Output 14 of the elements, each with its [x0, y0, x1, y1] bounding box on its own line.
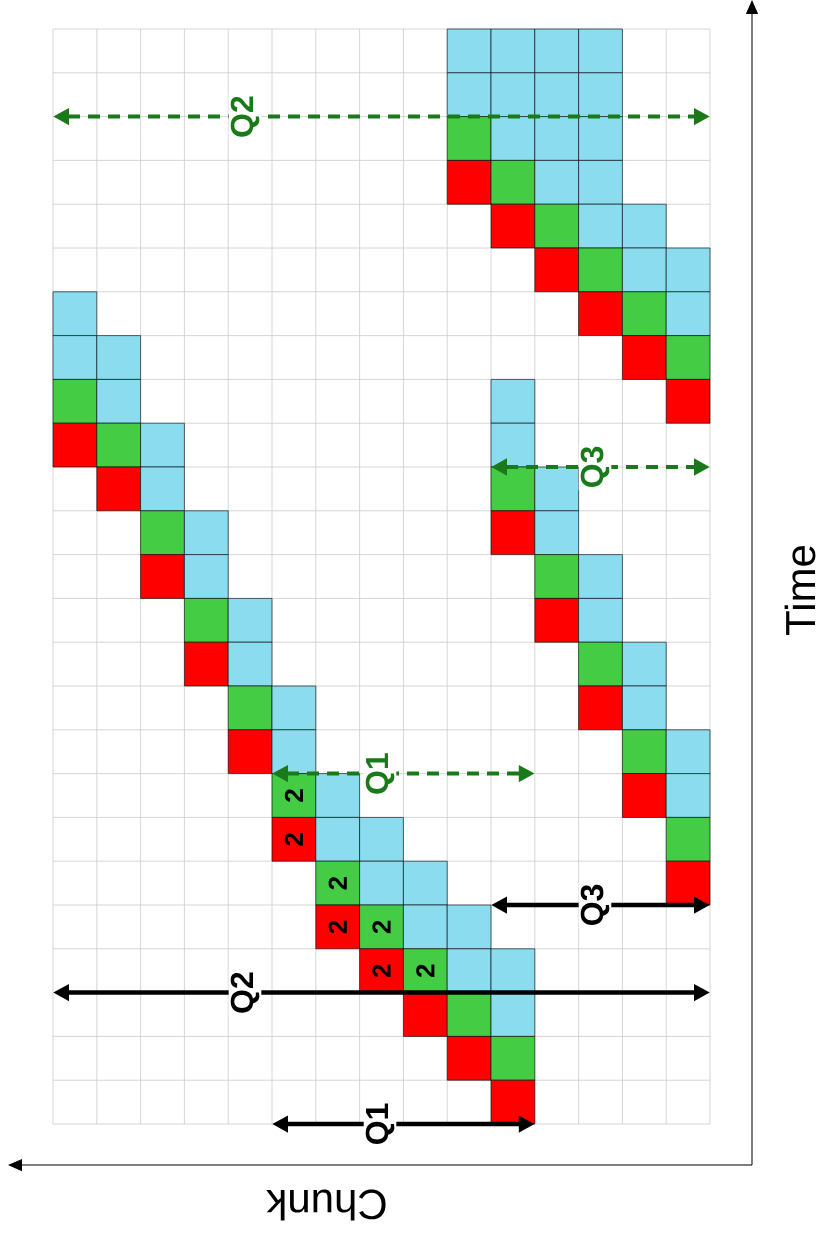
cell-number: 2	[372, 920, 391, 934]
interval-label: Q3	[578, 881, 612, 929]
interval-label: Q2	[228, 93, 262, 140]
cell-number: 2	[284, 789, 303, 802]
cell-number: 2	[328, 920, 347, 934]
cell-number: 2	[372, 964, 391, 978]
axis-label: Time	[784, 546, 816, 635]
axis-label: Chunk	[266, 1189, 386, 1221]
interval-label: Q1	[363, 750, 397, 797]
cell-number: 2	[328, 876, 347, 890]
cell-number: 2	[416, 964, 435, 978]
cell-number: 2	[284, 833, 303, 846]
interval-label: Q1	[363, 1100, 397, 1148]
interval-label: Q3	[578, 443, 612, 491]
